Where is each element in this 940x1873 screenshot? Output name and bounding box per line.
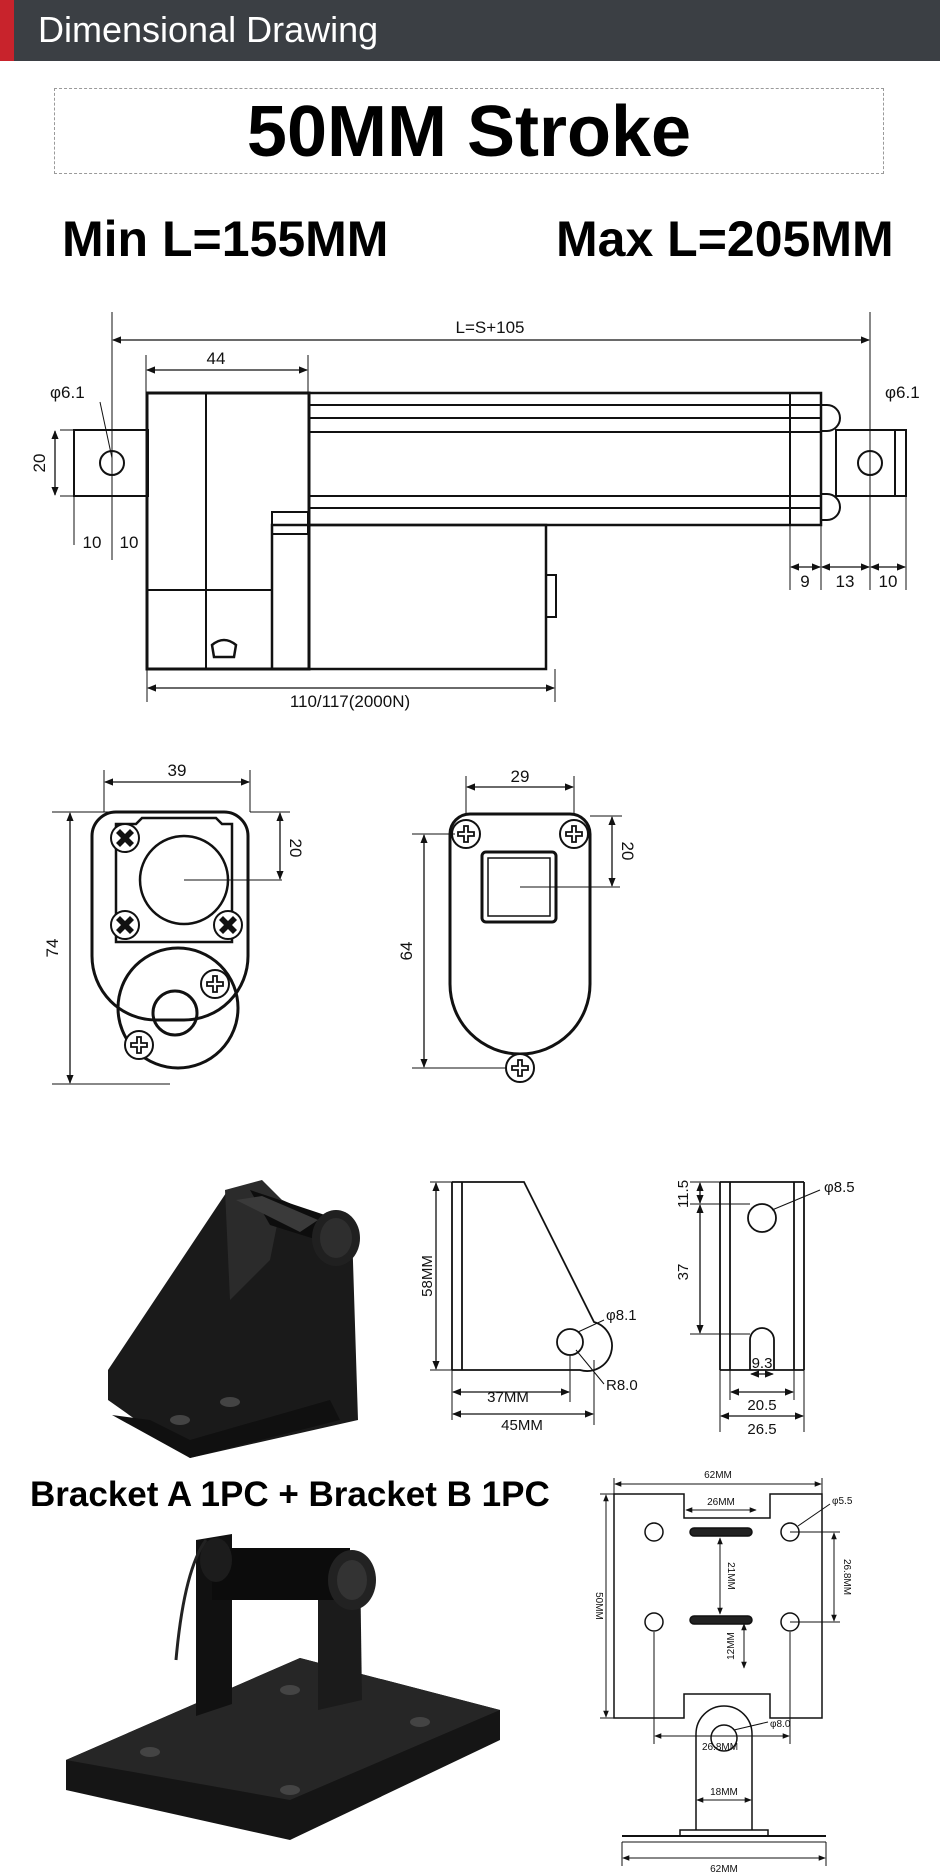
dim-bracket-a-26-5: 26.5 <box>747 1421 776 1438</box>
max-length-label: Max L=205MM <box>556 211 894 267</box>
bracket-b-illustration <box>66 1534 500 1840</box>
dim-bracket-a-side-hole: φ8.5 <box>824 1179 855 1196</box>
bracket-b-top-labels: 62MM 26MM φ5.5 50MM 21MM 26.8MM 12MM 26.… <box>593 1470 853 1753</box>
dim-bracket-a-height: 58MM <box>419 1255 436 1297</box>
rear-view-labels: 29 20 64 <box>397 767 637 960</box>
dim-bracket-b-side-26-8: 26.8MM <box>841 1559 852 1595</box>
dim-bracket-a-20-5: 20.5 <box>747 1397 776 1414</box>
dim-bracket-a-45: 45MM <box>501 1417 543 1434</box>
dim-bracket-a-hole: φ8.1 <box>606 1307 637 1324</box>
dim-bracket-b-bottom-26-8: 26.8MM <box>702 1742 738 1753</box>
dim-bracket-a-11-5: 11.5 <box>675 1180 692 1208</box>
stroke-title-box: 50MM Stroke <box>54 88 884 174</box>
dim-left-offset-a: 10 <box>83 533 102 552</box>
bracket-caption: Bracket A 1PC + Bracket B 1PC <box>30 1475 550 1514</box>
rear-view-screws <box>451 819 589 1083</box>
bracket-a-side-view <box>430 1181 613 1425</box>
dim-hole-left: φ6.1 <box>50 383 85 402</box>
end-view-dims <box>52 770 290 1085</box>
min-length-label: Min L=155MM <box>62 211 389 267</box>
dim-left-offset-b: 10 <box>120 533 139 552</box>
actuator-end-view <box>90 810 282 1070</box>
dim-bracket-a-radius: R8.0 <box>606 1377 638 1394</box>
dim-rear-top: 20 <box>618 842 637 861</box>
bracket-a-front-view <box>690 1181 821 1432</box>
dim-bracket-a-slot: 9.3 <box>752 1355 773 1372</box>
section-title: Dimensional Drawing <box>38 9 379 50</box>
dim-bracket-a-37-side: 37 <box>675 1264 692 1281</box>
dim-bracket-a-37: 37MM <box>487 1389 529 1406</box>
stroke-title: 50MM Stroke <box>246 92 692 172</box>
dim-rod-9: 9 <box>800 572 809 591</box>
bracket-b-tab-view <box>621 1705 827 1866</box>
header-accent-bar <box>0 0 14 61</box>
dim-clevis-height: 20 <box>30 454 49 473</box>
dim-hole-right: φ6.1 <box>885 383 920 402</box>
dim-end-top: 20 <box>286 839 305 858</box>
dim-end-width: 39 <box>168 761 187 780</box>
dim-rod-13: 13 <box>836 572 855 591</box>
dim-bracket-b-tab-hole: φ8.0 <box>770 1719 791 1730</box>
dim-bracket-b-tab-width: 18MM <box>710 1787 738 1798</box>
bracket-b-top-view <box>600 1478 840 1744</box>
section-header: Dimensional Drawing <box>0 0 940 61</box>
bracket-a-front-labels: φ8.5 11.5 37 9.3 20.5 26.5 <box>675 1179 855 1438</box>
dim-bracket-b-slot-span: 26MM <box>707 1497 735 1508</box>
dim-rear-height: 64 <box>397 942 416 961</box>
rear-view-dims <box>412 776 622 1069</box>
dim-overall-length: L=S+105 <box>455 318 524 337</box>
actuator-side-labels: L=S+105 44 φ6.1 φ6.1 20 10 10 9 13 10 11… <box>30 318 920 711</box>
dim-bracket-b-width: 62MM <box>704 1470 732 1481</box>
dim-rear-width: 29 <box>511 767 530 786</box>
dim-bracket-b-base-width: 62MM <box>710 1864 738 1873</box>
dim-rod-10: 10 <box>879 572 898 591</box>
bracket-b-tab-labels: φ8.0 18MM 62MM <box>710 1719 791 1873</box>
actuator-side-view <box>51 312 907 702</box>
actuator-rear-view <box>448 812 620 1056</box>
dim-housing-width: 44 <box>207 349 226 368</box>
end-view-labels: 39 20 74 <box>43 761 305 957</box>
bracket-a-side-labels: 58MM φ8.1 R8.0 37MM 45MM <box>419 1255 638 1434</box>
dim-motor-length: 110/117(2000N) <box>290 692 410 711</box>
bracket-a-illustration <box>108 1180 360 1458</box>
dim-end-height: 74 <box>43 939 62 958</box>
dim-bracket-b-height: 50MM <box>593 1592 604 1620</box>
dim-bracket-b-inner-21: 21MM <box>725 1562 736 1590</box>
dim-bracket-b-inner-12: 12MM <box>726 1632 737 1660</box>
dim-bracket-b-hole: φ5.5 <box>832 1496 853 1507</box>
